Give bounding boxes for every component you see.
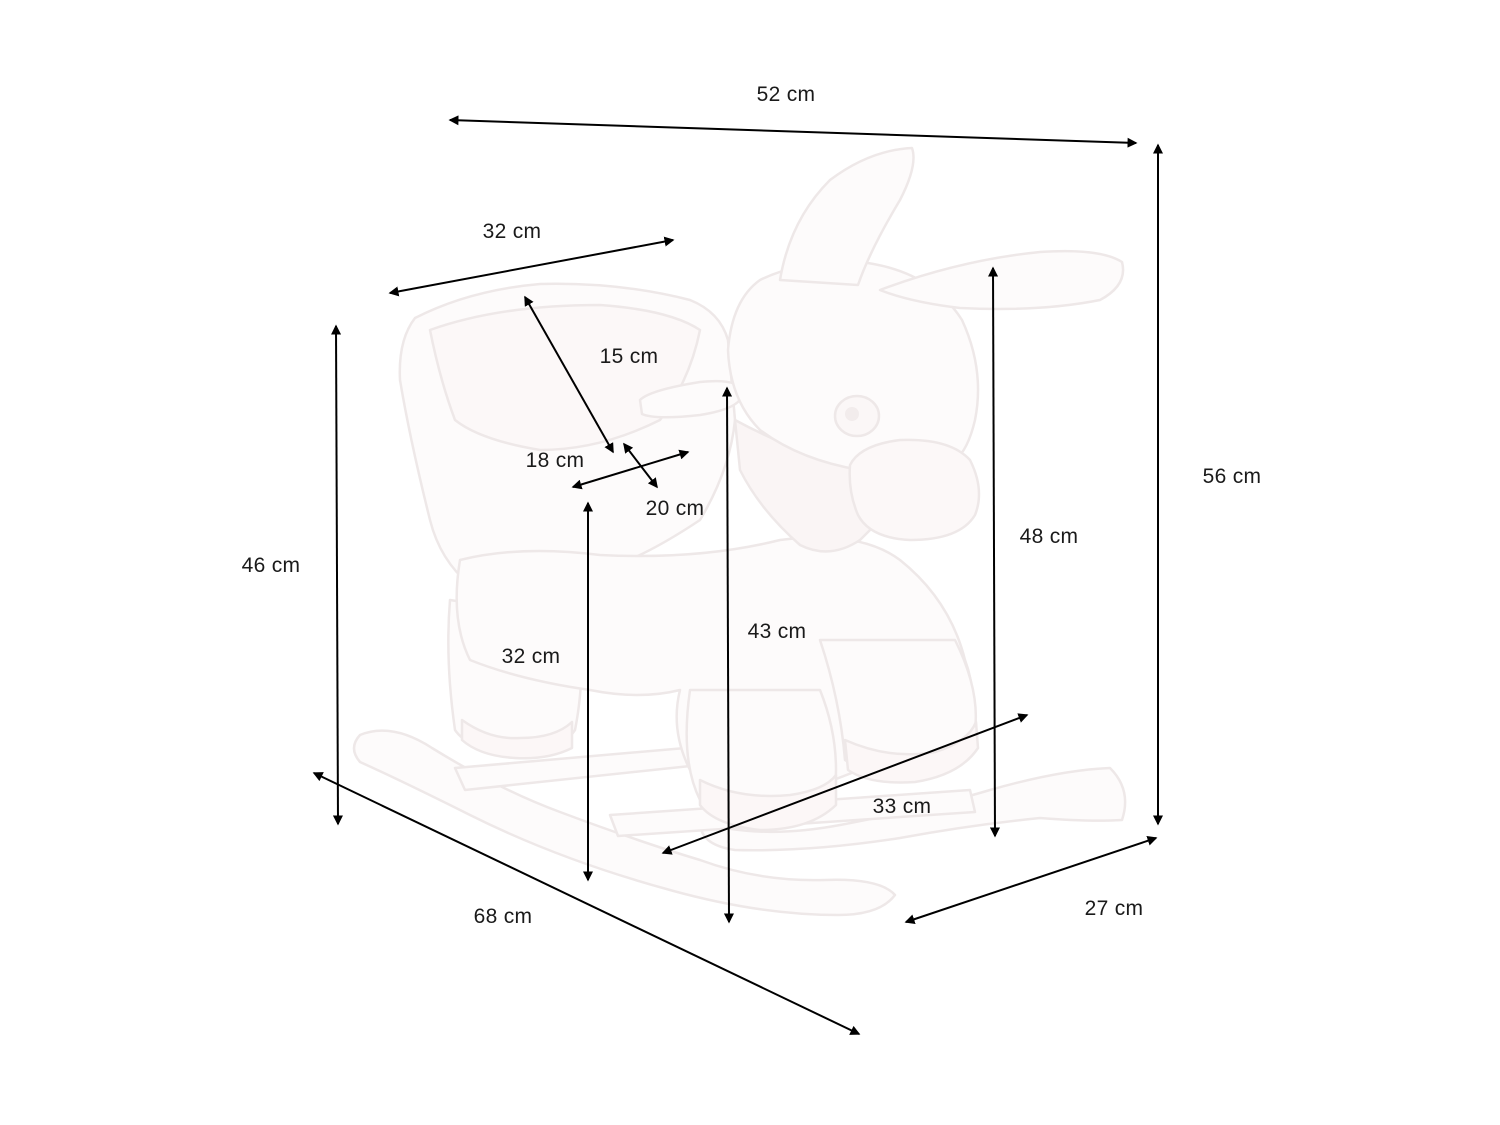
label-head-height: 48 cm — [1019, 525, 1079, 548]
arrow-head-height — [988, 266, 1000, 838]
donkey-snout — [848, 438, 981, 542]
dimension-arrows — [312, 115, 1163, 1035]
label-seat-gap: 18 cm — [525, 449, 585, 472]
arrow-seat-width — [388, 236, 675, 297]
label-handle-depth: 20 cm — [645, 497, 705, 520]
arrow-handle-depth — [623, 442, 658, 489]
arrow-back-height — [331, 324, 343, 826]
label-depth: 27 cm — [1084, 897, 1144, 920]
label-overall-height: 56 cm — [1202, 465, 1262, 488]
ear-side — [878, 249, 1125, 311]
label-rocker-spread: 33 cm — [872, 795, 932, 818]
label-back-height: 46 cm — [241, 554, 301, 577]
arrow-backrest-height — [524, 295, 614, 454]
rocking-donkey-illustration — [352, 146, 1127, 917]
label-backrest-height: 15 cm — [599, 345, 659, 368]
ear-upright — [778, 146, 915, 287]
label-handle-height: 43 cm — [747, 620, 807, 643]
label-overall-width: 52 cm — [756, 83, 816, 106]
arrow-depth — [904, 835, 1158, 925]
donkey-pupil — [845, 407, 859, 421]
arrow-overall-width — [448, 115, 1138, 148]
label-length: 68 cm — [473, 905, 533, 928]
arrow-length — [312, 772, 861, 1035]
label-seat-width: 32 cm — [482, 220, 542, 243]
back-hoof — [460, 718, 574, 760]
label-seat-height: 32 cm — [501, 645, 561, 668]
